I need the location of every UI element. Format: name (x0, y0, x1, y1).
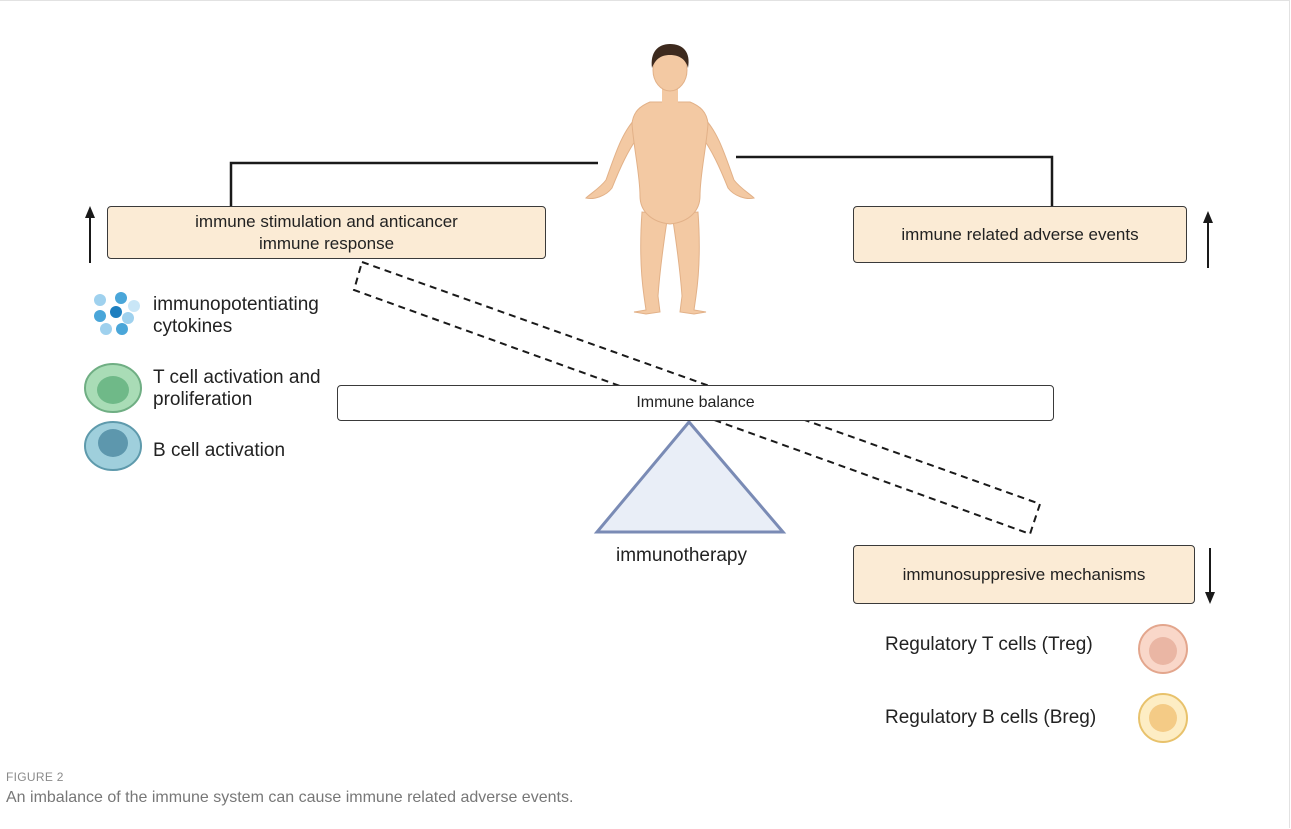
immunosuppressive-label: immunosuppresive mechanisms (902, 564, 1146, 584)
cytokines-text: immunopotentiating cytokines (153, 294, 319, 338)
t-cell-line-1: T cell activation and (153, 367, 321, 388)
adverse-events-box: immune related adverse events (853, 206, 1187, 263)
b-cell-text: B cell activation (153, 440, 285, 462)
right-connector-line (736, 155, 1054, 206)
up-arrow-icon-left (85, 206, 95, 263)
cytokines-icon (94, 292, 140, 335)
tilted-beam-dashed (352, 260, 1042, 536)
fulcrum-triangle-icon (593, 419, 787, 534)
immune-stimulation-box: immune stimulation and anticancer immune… (107, 206, 546, 259)
cytokines-line-2: cytokines (153, 316, 233, 337)
immunosuppressive-box: immunosuppresive mechanisms (853, 545, 1195, 604)
figure-number: FIGURE 2 (6, 770, 64, 784)
figure-caption: An imbalance of the immune system can ca… (6, 789, 574, 806)
up-arrow-icon-right (1203, 211, 1213, 268)
left-connector-line (229, 161, 598, 207)
cytokines-line-1: immunopotentiating (153, 294, 319, 315)
immunotherapy-label: immunotherapy (616, 545, 747, 566)
breg-cell-icon (1138, 693, 1188, 743)
immune-stimulation-label: immune stimulation and anticancer immune… (195, 211, 458, 253)
b-cell-line-1: B cell activation (153, 440, 286, 461)
adverse-events-label: immune related adverse events (901, 224, 1139, 244)
t-cell-line-2: proliferation (153, 389, 253, 410)
human-figure-icon (585, 44, 755, 315)
t-cell-icon (84, 363, 142, 413)
down-arrow-icon (1205, 548, 1215, 604)
treg-cell-icon (1138, 624, 1188, 674)
immune-balance-beam: Immune balance (337, 385, 1054, 421)
immune-balance-label: Immune balance (636, 394, 755, 411)
b-cell-icon (84, 421, 142, 471)
t-cell-text: T cell activation and proliferation (153, 367, 321, 411)
treg-text: Regulatory T cells (Treg) (885, 634, 1093, 655)
breg-text: Regulatory B cells (Breg) (885, 707, 1097, 728)
